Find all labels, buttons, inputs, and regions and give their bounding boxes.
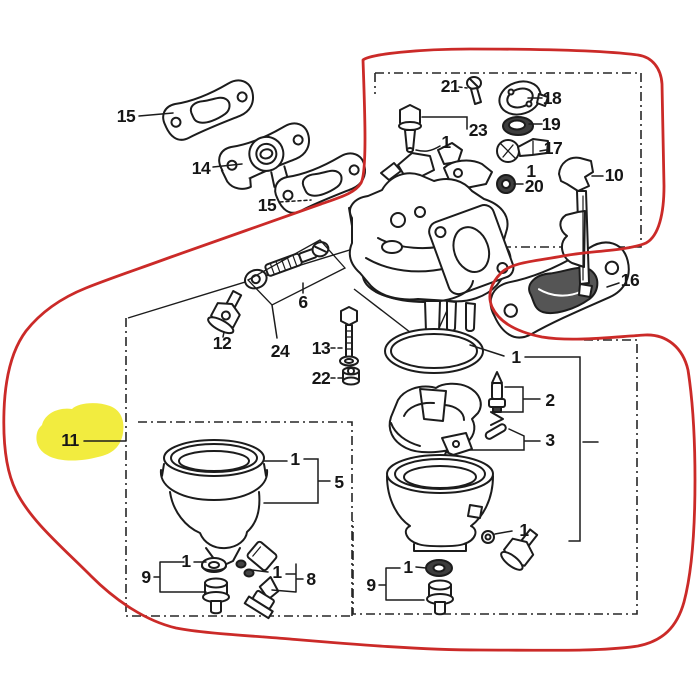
ring-8a [235,559,247,569]
callout-1: 1 [441,132,451,152]
callout-13: 13 [312,338,331,358]
callout-leaders [83,86,620,601]
float-bowl [386,454,494,552]
callout-24: 24 [271,341,290,361]
drain-o-ring-hole [484,533,492,541]
callout-5: 5 [334,472,344,492]
carburetor-body [348,142,515,359]
callout-1: 1 [290,449,300,469]
callout-18: 18 [543,88,562,108]
callout-16: 16 [621,270,640,290]
callout-22: 22 [312,368,331,388]
bolt-23 [398,104,422,153]
needle-valve-2 [488,371,506,426]
callout-6: 6 [298,292,308,312]
callout-14: 14 [192,158,211,178]
valve-8 [243,576,280,620]
nut-22 [342,366,360,386]
callout-1: 1 [511,347,521,367]
bowl-o-ring [384,328,484,374]
yellow-highlight [36,403,124,461]
callout-8: 8 [306,569,316,589]
callout-15: 15 [117,106,136,126]
drain-bolt [500,528,539,571]
gasket-15-top [157,76,261,144]
callout-11-highlighted: 11 [61,430,79,450]
bolt-9-left [202,577,230,615]
callout-1: 1 [519,520,529,540]
callout-12: 12 [213,333,232,353]
washer-20 [496,174,516,194]
screw-13 [339,306,359,367]
callout-3: 3 [545,430,555,450]
bolt-9-right [426,579,454,616]
callout-1: 1 [403,557,413,577]
callout-10: 10 [605,165,624,185]
cup-5 [159,439,278,572]
callout-23: 23 [469,120,488,140]
callout-19: 19 [542,114,561,134]
callout-1: 1 [272,562,282,582]
red-annotation-outline [2,47,697,652]
callout-15: 15 [258,195,277,215]
group-boxes [125,72,642,617]
callout-1: 1 [181,551,191,571]
pilot-screw-set [244,241,330,290]
choke-plate-18 [498,80,549,116]
washer-1-left [201,557,227,573]
bolt-12 [207,290,243,335]
callout-9: 9 [366,575,376,595]
insulator-14 [218,122,310,190]
callout-20: 20 [525,176,544,196]
seal-19 [502,116,534,136]
callout-2: 2 [545,390,555,410]
washer-1-right [425,559,453,577]
callout-21: 21 [441,76,460,96]
float-pin-3 [484,423,507,440]
ring-8b [243,568,255,578]
callout-1: 1 [526,161,536,181]
callout-9: 9 [141,567,151,587]
lever-17 [496,138,549,163]
screw-21 [466,76,482,105]
callout-17: 17 [544,138,562,158]
